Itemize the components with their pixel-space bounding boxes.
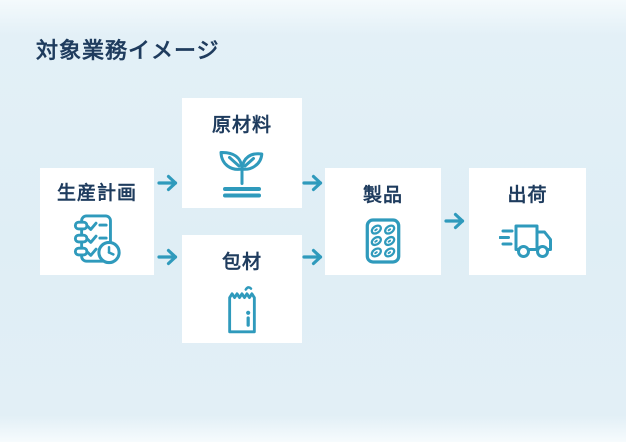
flow-node-raw-materials: 原材料 bbox=[182, 98, 302, 208]
pouch-icon bbox=[223, 275, 261, 343]
flow-node-production-plan: 生産計画 bbox=[40, 168, 154, 275]
flow-node-label: 製品 bbox=[362, 185, 403, 206]
flow-node-label: 生産計画 bbox=[56, 183, 137, 204]
arrow-right-icon-raw-to-products bbox=[302, 174, 324, 192]
plant-icon bbox=[217, 138, 267, 208]
flow-node-shipping: 出荷 bbox=[469, 168, 586, 275]
truck-icon bbox=[498, 208, 557, 275]
blister-pack-icon bbox=[363, 208, 403, 275]
arrow-right-icon-packaging-to-products bbox=[302, 248, 324, 266]
flow-node-products: 製品 bbox=[325, 168, 441, 275]
flow-node-label: 包材 bbox=[221, 252, 262, 273]
page-title: 対象業務イメージ bbox=[36, 38, 220, 63]
flow-node-label: 出荷 bbox=[507, 185, 548, 206]
arrow-right-icon-production-to-raw bbox=[157, 174, 179, 192]
flow-node-label: 原材料 bbox=[211, 115, 272, 136]
arrow-right-icon-production-to-packaging bbox=[157, 248, 179, 266]
checklist-clock-icon bbox=[72, 206, 122, 275]
arrow-right-icon-products-to-shipping bbox=[444, 212, 466, 230]
flow-node-packaging-materials: 包材 bbox=[182, 235, 302, 343]
